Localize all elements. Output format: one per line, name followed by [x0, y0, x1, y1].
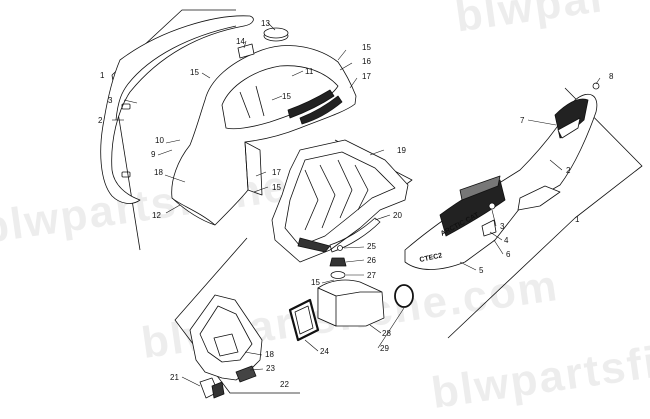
side-panel-decal-stripe: [459, 175, 501, 201]
callout-3: 3: [500, 222, 505, 231]
tub-rib-3: [337, 159, 353, 219]
callout-26: 26: [367, 256, 376, 265]
callout-2: 2: [566, 166, 571, 175]
callout-15: 15: [311, 278, 320, 287]
callout-labels: 1 2 3 9 10 18 12 13 14 15 11 15 16 17 15…: [98, 19, 614, 389]
callout-18: 18: [265, 350, 274, 359]
grommet-27: [330, 271, 346, 279]
callout-17: 17: [362, 72, 371, 81]
tub-rib-2: [319, 164, 336, 229]
callout-2: 2: [98, 116, 103, 125]
callout-28: 28: [382, 329, 391, 338]
intake-gasket: [288, 298, 320, 342]
leader-lines: [112, 22, 601, 387]
filler-cap-top: [263, 27, 289, 39]
callout-15: 15: [190, 68, 199, 77]
group-bracket-right: [447, 87, 643, 339]
clip-21b: [211, 381, 225, 399]
hood-side-panel: [244, 141, 263, 196]
tub-rib-1: [304, 169, 319, 231]
hood-inner-ribs-2: [255, 85, 265, 117]
windshield-inner-edge-2: [115, 83, 129, 121]
decal-model: CTEC2: [419, 252, 443, 264]
air-intake-duct-face: [317, 287, 337, 327]
callout-29: 29: [380, 344, 389, 353]
windshield-clip-2: [121, 171, 131, 178]
screw-25: [337, 245, 343, 251]
callout-13: 13: [261, 19, 270, 28]
tub-shading: [297, 237, 331, 253]
hood-vent-2: [299, 95, 343, 125]
callout-5: 5: [479, 266, 484, 275]
side-panel-upper-graphic-2: [557, 117, 581, 139]
belly-pan-slot: [213, 333, 239, 357]
tub-rib-4: [354, 164, 369, 211]
callout-9: 9: [151, 150, 156, 159]
callout-11: 11: [305, 67, 314, 76]
screw-8: [592, 82, 600, 90]
callout-1: 1: [100, 71, 105, 80]
side-panel-bumper-4: [481, 219, 497, 237]
callout-22: 22: [280, 380, 289, 389]
callout-15: 15: [272, 183, 281, 192]
callout-8: 8: [609, 72, 614, 81]
hood-lower-lip: [171, 197, 216, 226]
callout-24: 24: [320, 347, 329, 356]
side-panel-scoop: [517, 185, 561, 211]
hood-inner-ribs: [239, 91, 251, 119]
grommet-26: [329, 257, 347, 267]
callout-7: 7: [520, 116, 525, 125]
callout-27: 27: [367, 271, 376, 280]
callout-14: 14: [236, 37, 245, 46]
callout-17: 17: [272, 168, 281, 177]
hood-body: [171, 45, 357, 226]
hood-vent-1: [287, 89, 335, 119]
side-panel-decal: [439, 179, 506, 237]
callout-19: 19: [397, 146, 406, 155]
callout-1: 1: [575, 215, 580, 224]
callout-25: 25: [367, 242, 376, 251]
intake-ring: [394, 284, 414, 308]
hood-opening: [221, 65, 339, 130]
callout-23: 23: [266, 364, 275, 373]
tub-seal: [329, 217, 381, 253]
callout-16: 16: [362, 57, 371, 66]
callout-21: 21: [170, 373, 179, 382]
callout-3: 3: [108, 96, 113, 105]
callout-18: 18: [154, 168, 163, 177]
callout-6: 6: [506, 250, 511, 259]
callout-10: 10: [155, 136, 164, 145]
intake-gasket-inner: [294, 305, 314, 335]
callout-15: 15: [282, 92, 291, 101]
small-bracket: [237, 43, 255, 59]
exploded-view: ARCTIC CAT CTEC2: [98, 9, 643, 399]
side-panel-rivet-3: [488, 202, 496, 210]
callout-12: 12: [152, 211, 161, 220]
callout-4: 4: [504, 236, 509, 245]
callout-20: 20: [393, 211, 402, 220]
storage-tub-inner: [284, 151, 396, 247]
storage-tub: [271, 139, 409, 263]
windshield-inner-edge: [127, 25, 237, 85]
windshield: [100, 15, 254, 204]
callout-15: 15: [362, 43, 371, 52]
windshield-clip-1: [121, 103, 131, 110]
